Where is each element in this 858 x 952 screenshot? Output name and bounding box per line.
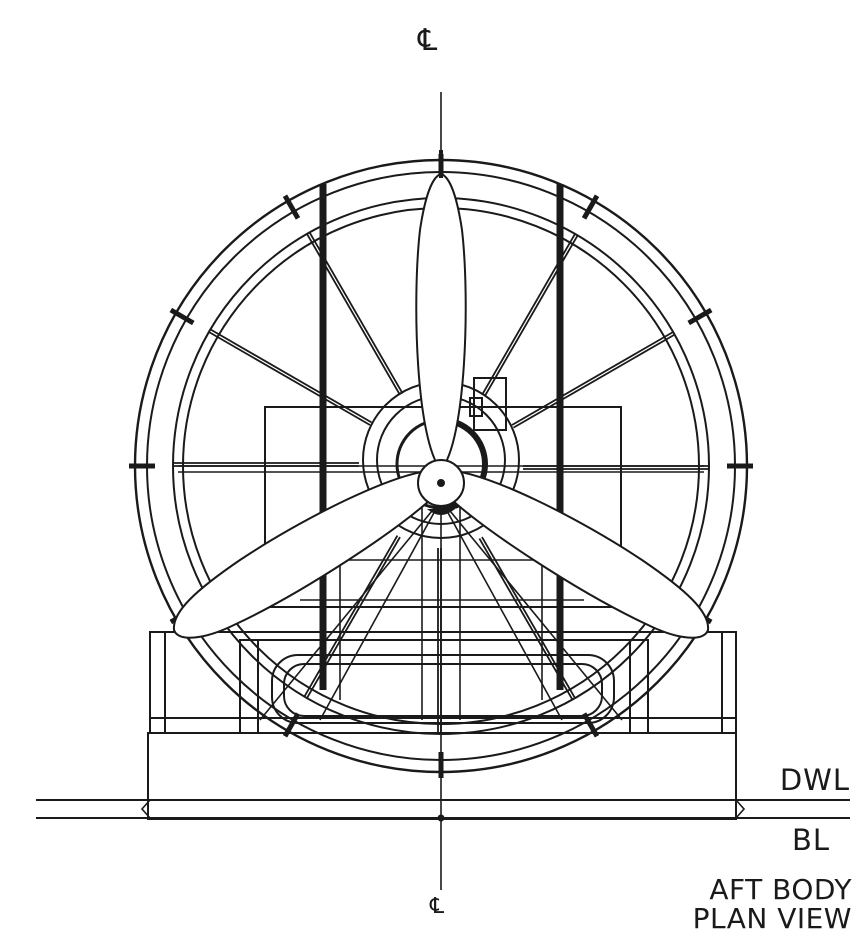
deck-frame: [149, 631, 737, 734]
guard-rim-tab: [581, 194, 600, 220]
waterlines: [36, 799, 850, 822]
guard-spoke: [208, 331, 371, 426]
bl-label: BL: [791, 823, 830, 857]
dwl-label: DWL: [779, 763, 850, 797]
guard-rim-tab: [687, 307, 713, 326]
centerline-symbol-bottom: ℄: [430, 894, 445, 919]
propeller: [172, 150, 710, 639]
guard-spoke: [511, 331, 674, 426]
centerline-symbol-top: ℄: [418, 23, 438, 58]
view-title-line2: PLAN VIEW: [692, 902, 852, 936]
dwl-right-arrow: [735, 799, 746, 819]
view-title-line1: AFT BODY: [709, 873, 852, 906]
guard-spoke-edge: [513, 333, 676, 429]
guard-rim-tab: [169, 307, 195, 326]
guard-rim-tab: [282, 194, 301, 220]
propeller-blade-left: [172, 468, 442, 639]
guard-spoke-edge: [209, 328, 372, 424]
propeller-blade-right: [440, 468, 710, 639]
guard-rim-tab: [581, 712, 600, 738]
guard-rim-tab: [282, 712, 301, 738]
vertical-posts: [319, 184, 564, 690]
guard-spoke-edge: [483, 234, 579, 397]
view-title: AFT BODY PLAN VIEW: [693, 875, 852, 934]
